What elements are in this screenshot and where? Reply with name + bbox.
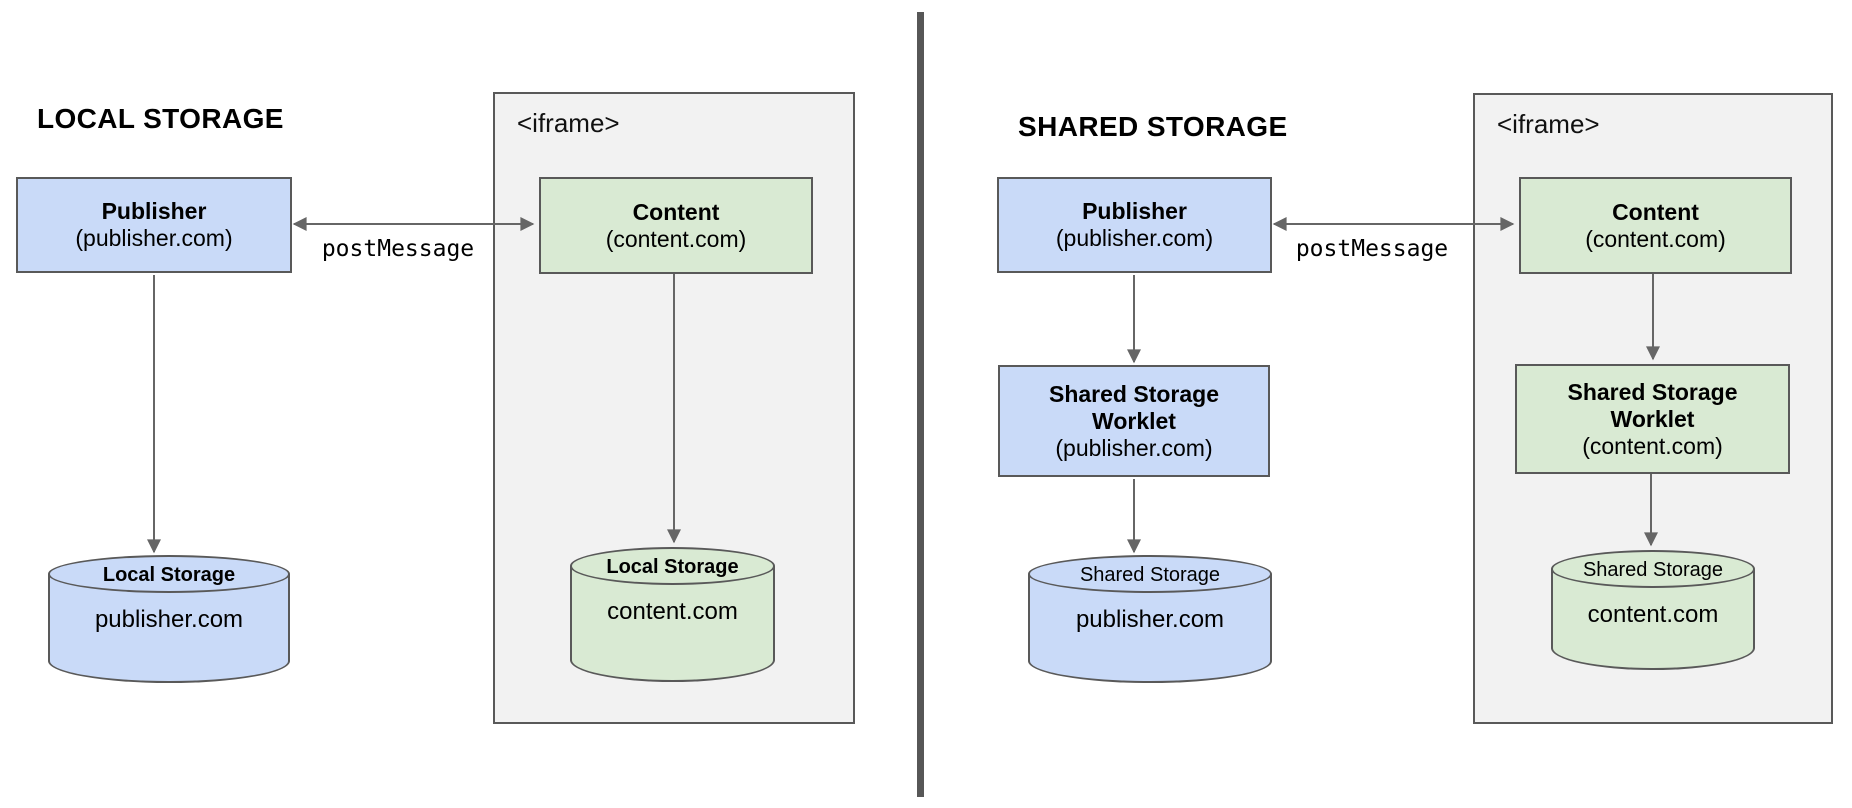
storage-type-label: Local Storage xyxy=(606,556,739,578)
iframe-container-right: <iframe> Content (content.com) Shared St… xyxy=(1473,93,1833,724)
storage-type-label: Shared Storage xyxy=(1079,564,1221,586)
box-origin: (content.com) xyxy=(1585,225,1726,252)
postmessage-label-right: postMessage xyxy=(1295,236,1449,262)
box-name: Content xyxy=(632,198,720,225)
iframe-label: <iframe> xyxy=(1497,109,1600,139)
publisher-box-left: Publisher (publisher.com) xyxy=(16,177,292,273)
box-name: Shared Storage Worklet xyxy=(1567,378,1738,432)
publisher-box-right: Publisher (publisher.com) xyxy=(997,177,1272,273)
cylinder-body xyxy=(570,566,775,682)
publisher-shared-storage-cylinder: Shared Storage publisher.com xyxy=(1028,555,1272,683)
storage-origin-label: content.com xyxy=(1587,601,1719,628)
box-name: Shared Storage Worklet xyxy=(1049,380,1219,434)
content-shared-storage-cylinder: Shared Storage content.com xyxy=(1551,550,1755,670)
content-box-right: Content (content.com) xyxy=(1519,177,1792,274)
postmessage-label-left: postMessage xyxy=(321,236,475,262)
box-origin: (content.com) xyxy=(605,225,747,252)
content-box-left: Content (content.com) xyxy=(539,177,813,274)
local-storage-title: LOCAL STORAGE xyxy=(37,103,284,134)
panel-divider xyxy=(917,12,924,797)
iframe-container-left: <iframe> Content (content.com) Local Sto… xyxy=(493,92,855,724)
shared-storage-worklet-box-content: Shared Storage Worklet (content.com) xyxy=(1515,364,1790,474)
storage-type-label: Shared Storage xyxy=(1582,559,1724,581)
storage-type-label: Local Storage xyxy=(102,564,236,586)
cylinder-top xyxy=(48,555,290,593)
content-local-storage-cylinder: Local Storage content.com xyxy=(570,547,775,682)
storage-origin-label: content.com xyxy=(607,598,738,625)
box-name: Content xyxy=(1612,198,1699,225)
cylinder-top xyxy=(1028,555,1272,593)
box-origin: (content.com) xyxy=(1582,432,1723,459)
box-origin: (publisher.com) xyxy=(1055,225,1214,251)
storage-origin-label: publisher.com xyxy=(1075,606,1225,633)
publisher-local-storage-cylinder: Local Storage publisher.com xyxy=(48,555,290,683)
box-name: Publisher xyxy=(1082,198,1187,224)
storage-origin-label: publisher.com xyxy=(94,606,244,633)
cylinder-top xyxy=(570,547,775,585)
cylinder-top xyxy=(1551,550,1755,588)
iframe-label: <iframe> xyxy=(517,108,620,138)
shared-storage-title: SHARED STORAGE xyxy=(1018,111,1288,142)
box-name: Publisher xyxy=(101,198,207,224)
shared-storage-worklet-box-publisher: Shared Storage Worklet (publisher.com) xyxy=(998,365,1270,477)
box-origin: (publisher.com) xyxy=(1055,434,1213,461)
box-origin: (publisher.com) xyxy=(75,225,233,251)
